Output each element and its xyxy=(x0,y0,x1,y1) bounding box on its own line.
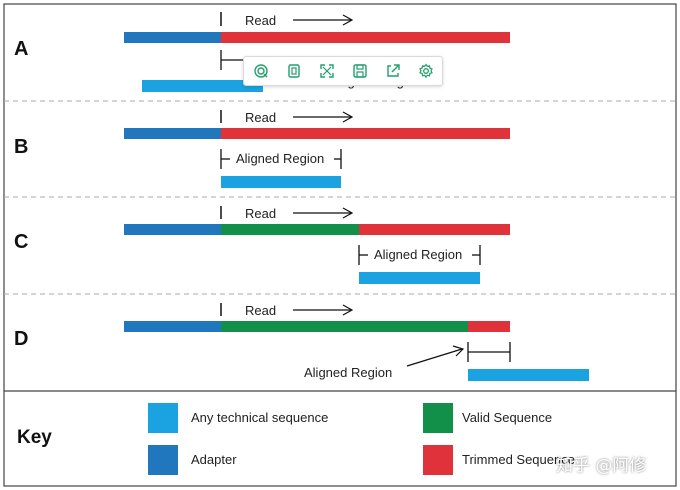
read-arrow-head xyxy=(342,304,354,316)
settings-icon xyxy=(418,63,433,79)
aligned-region-label: Aligned Region xyxy=(236,151,324,166)
panel-d: D Read Aligned Region xyxy=(14,303,589,381)
read-arrow-head xyxy=(342,207,354,219)
share-icon xyxy=(386,64,400,77)
trimmed-segment xyxy=(468,321,510,332)
save-icon xyxy=(352,64,367,78)
adapter-segment xyxy=(124,32,221,43)
zoom-icon xyxy=(253,64,268,78)
legend-swatch-valid xyxy=(423,403,453,433)
legend-label: Trimmed Sequence xyxy=(462,452,575,467)
legend-title: Key xyxy=(17,427,52,448)
panel-letter: B xyxy=(14,136,28,158)
read-arrow-head xyxy=(342,111,354,123)
panel-letter: A xyxy=(14,38,28,60)
fullscreen-icon xyxy=(319,64,334,78)
read-label: Read xyxy=(245,303,276,318)
trimmed-segment xyxy=(221,128,510,139)
panel-c: C Read Aligned Region xyxy=(14,206,510,284)
legend-label: Adapter xyxy=(191,452,237,467)
aligned-pointer-arrow xyxy=(406,348,463,367)
legend-swatch-adapter xyxy=(148,445,178,475)
legend-label: Valid Sequence xyxy=(462,410,552,425)
adapter-segment xyxy=(124,321,221,332)
copy-button[interactable] xyxy=(283,60,305,82)
technical-sequence-segment xyxy=(468,369,589,381)
adapter-segment xyxy=(124,224,221,235)
legend: Key Any technical sequence Valid Sequenc… xyxy=(17,403,575,475)
copy-icon xyxy=(287,64,300,78)
panel-letter: C xyxy=(14,231,28,253)
read-arrow-head xyxy=(342,14,354,26)
panel-b: B Read Aligned Region xyxy=(14,110,510,188)
adapter-segment xyxy=(124,128,221,139)
read-label: Read xyxy=(245,110,276,125)
legend-swatch-technical xyxy=(148,403,178,433)
read-label: Read xyxy=(245,206,276,221)
aligned-region-label: Aligned Region xyxy=(374,247,462,262)
share-button[interactable] xyxy=(382,60,404,82)
technical-sequence-segment xyxy=(142,80,263,92)
watermark: 知乎 @阿修 xyxy=(556,456,647,476)
zoom-button[interactable] xyxy=(250,60,272,82)
legend-label: Any technical sequence xyxy=(191,410,328,425)
settings-button[interactable] xyxy=(415,60,437,82)
valid-segment xyxy=(221,224,359,235)
aligned-pointer-arrow-head xyxy=(452,345,465,357)
legend-swatch-trimmed xyxy=(423,445,453,475)
technical-sequence-segment xyxy=(221,176,341,188)
fullscreen-button[interactable] xyxy=(316,60,338,82)
read-label: Read xyxy=(245,13,276,28)
figure-frame xyxy=(3,3,677,487)
technical-sequence-segment xyxy=(359,272,480,284)
valid-segment xyxy=(221,321,468,332)
aligned-region-label: Aligned Region xyxy=(304,365,392,380)
image-toolbar xyxy=(243,56,443,86)
panel-letter: D xyxy=(14,328,28,350)
save-button[interactable] xyxy=(349,60,371,82)
trimmed-segment xyxy=(359,224,510,235)
trimmed-segment xyxy=(221,32,510,43)
